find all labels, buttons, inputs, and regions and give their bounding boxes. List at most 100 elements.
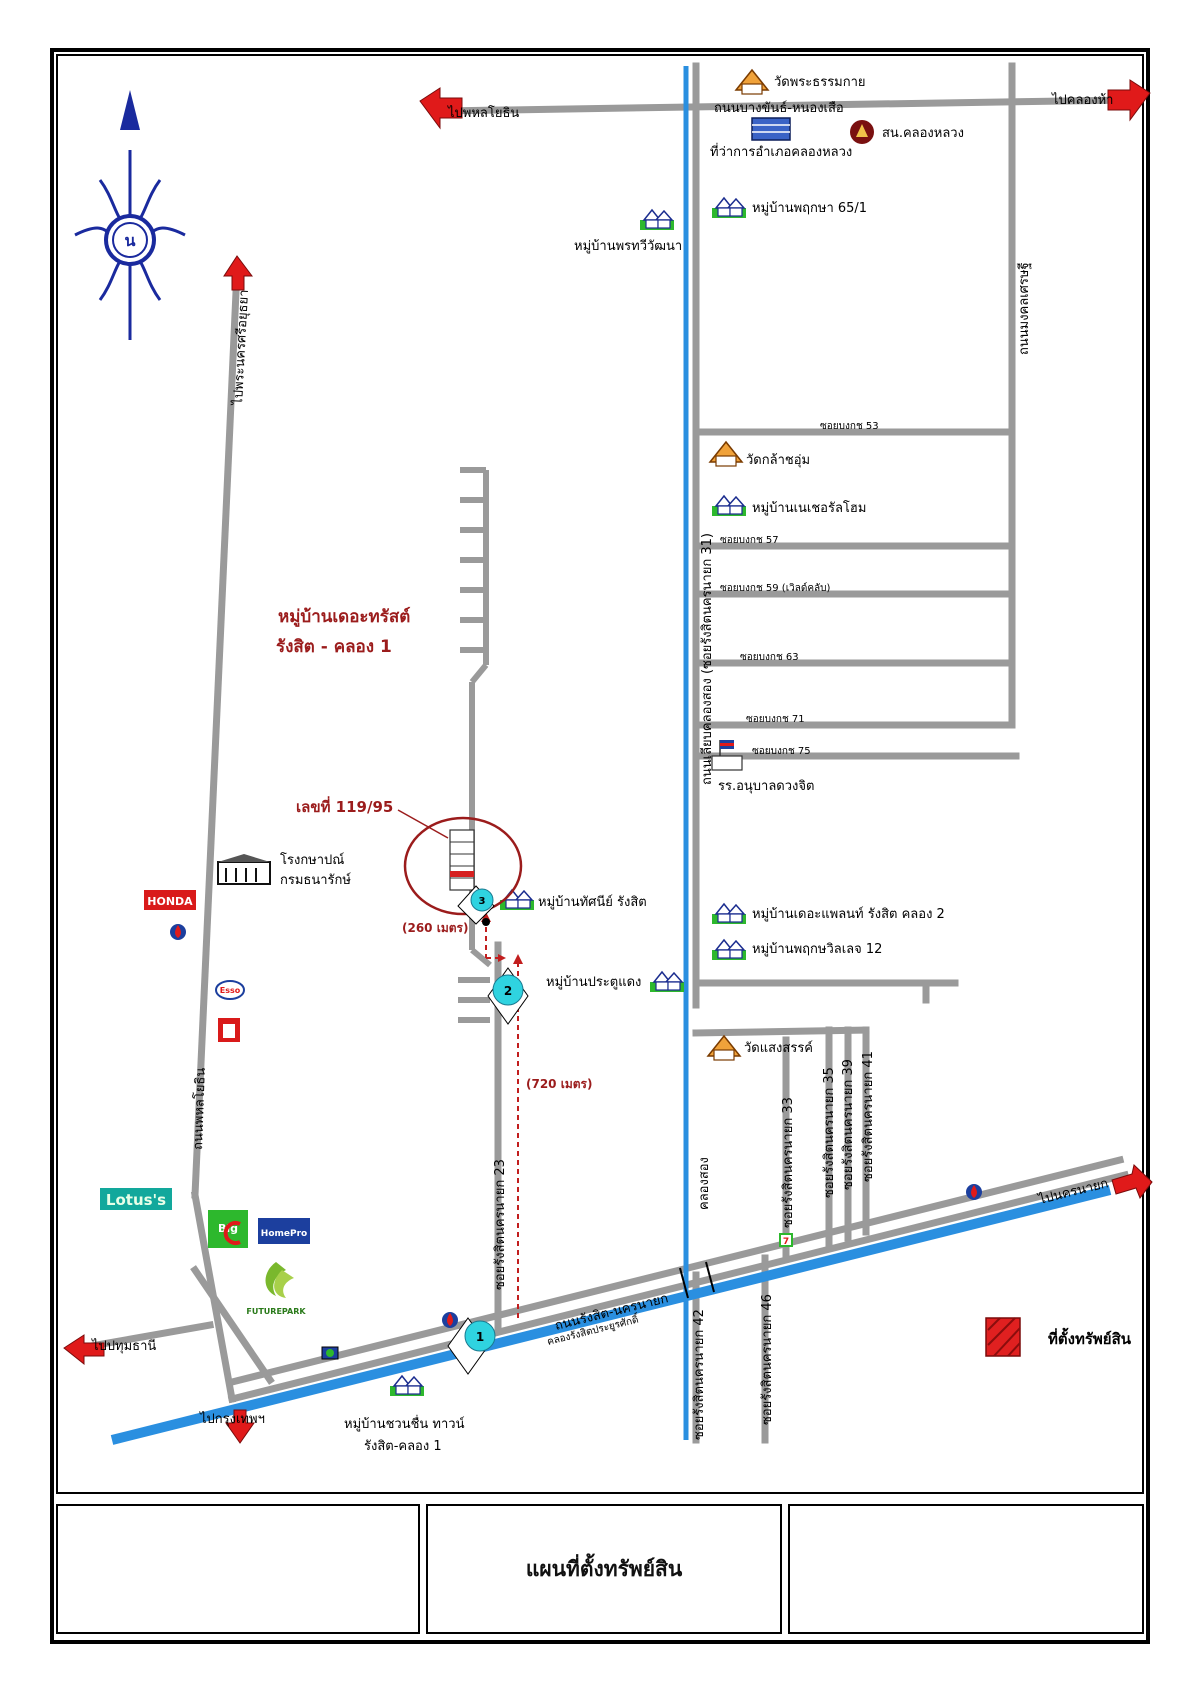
target-building [449,829,475,891]
temple-icon [709,441,743,467]
house-icon [711,939,747,961]
svg-text:3: 3 [479,896,486,907]
house-icon [649,971,685,993]
svg-text:Esso: Esso [220,986,241,995]
village-streets [458,467,492,1023]
house-icon [389,1375,425,1397]
svg-text:HONDA: HONDA [147,895,193,908]
police-badge-icon [850,120,874,144]
north-compass: น [74,90,186,340]
label-to-pathum: ไปปทุมธานี [91,1338,156,1354]
label-soi42: ซอยรังสิตนครนายก 42 [692,1309,707,1440]
label-soi63: ซอยบงกช 63 [740,652,799,663]
house-icon [711,197,747,219]
label-pruksa65: หมู่บ้านพฤกษา 65/1 [752,201,867,216]
label-soi46: ซอยรังสิตนครนายก 46 [760,1294,775,1425]
label-soi57: ซอยบงกช 57 [720,535,779,546]
compass-letter: น [125,231,136,250]
fuel-station-icon [966,1184,982,1200]
legend: ที่ตั้งทรัพย์สิน [985,1317,1132,1357]
label-soi23: ซอยรังสิตนครนายก 23 [493,1159,508,1290]
label-plant: หมู่บ้านเดอะแพลนท์ รังสิต คลอง 2 [752,906,945,922]
label-nature: หมู่บ้านเนเชอรัลโฮม [752,500,866,516]
arrow-right-bottom-icon [1111,1164,1153,1200]
label-school: รร.อนุบาลดวงจิต [718,779,814,794]
label-thanyanee: หมู่บ้านทัศนีย์ รังสิต [538,894,647,910]
house-icon [639,209,675,231]
label-to-ayutthaya: ไปพระนครศรีอยุธยา [230,289,252,406]
label-wat-kla: วัดกล้าชอุ่ม [746,453,810,468]
svg-text:Lotus's: Lotus's [106,1191,166,1209]
temple-icon [735,69,769,95]
svg-text:HomePro: HomePro [261,1229,307,1239]
distance-260: (260 เมตร) [402,921,468,935]
footer-right-box [788,1504,1144,1634]
footer: แผนที่ตั้งทรัพย์สิน [56,1504,1144,1636]
arrow-down-icon [225,1409,255,1444]
big-c-logo: Big [208,1210,248,1248]
legend-swatch [985,1317,1021,1357]
label-soi41: ซอยรังสิตนครนายก 41 [861,1051,876,1182]
label-road-bang-khan: ถนนบางขันธ์-หนองเสือ [714,100,844,116]
map-panel [56,54,1144,1494]
arrow-left-icon [419,87,463,130]
canal-rangsit [110,1185,1112,1445]
road-rangsit-nakhon-nayok [227,1170,1130,1404]
svg-text:7: 7 [783,1237,789,1247]
label-chuan-1: หมู่บ้านชวนชื่น ทาวน์ [344,1415,465,1432]
roads [75,62,1131,1444]
homepro-logo: HomePro [258,1218,310,1244]
label-amphoe: ที่ว่าการอำเภอคลองหลวง [710,143,852,160]
arrow-right-icon [1107,79,1151,122]
label-factory-2: กรมธนารักษ์ [280,872,351,888]
arrow-left-bottom-icon [63,1334,105,1366]
label-road-mongkol: ถนนมงคลเศรษฐี [1016,262,1032,355]
project-location: รังสิต - คลอง 1 [276,637,392,657]
road-wat-saeng [692,1026,870,1037]
route-arrow-icon [498,954,506,962]
label-road-phahon: ถนนพหลโยธิน [190,1067,209,1150]
route-pin [482,918,490,926]
label-soi75: ซอยบงกช 75 [752,746,811,757]
house-icon [711,495,747,517]
distance-720: (720 เมตร) [526,1077,592,1091]
fuel-station-icon [442,1312,458,1328]
house-number: เลขที่ 119/95 [296,796,393,816]
label-chuan-2: รังสิต-คลอง 1 [364,1439,442,1454]
fuel-station-icon [170,924,186,940]
house-icon [711,903,747,925]
label-porntawee: หมู่บ้านพรทวีวัฒนา [574,238,682,254]
label-wat-saeng: วัดแสงสรรค์ [744,1040,813,1056]
factory-icon [217,854,271,885]
direction-arrows [63,79,1153,1444]
building-icon [751,117,791,141]
route-arrow-icon [513,954,523,964]
route-path [485,918,519,1320]
svg-text:FUTUREPARK: FUTUREPARK [246,1307,306,1316]
label-factory-1: โรงกษาปณ์ [280,852,344,868]
label-soi35: ซอยรังสิตนครนายก 35 [822,1067,837,1198]
label-khlong-song: คลองสอง [697,1157,712,1210]
svg-text:2: 2 [504,984,512,998]
marker-1: 1 [447,1317,496,1375]
road-phahon [191,266,241,1199]
legend-label: ที่ตั้งทรัพย์สิน [1048,1327,1132,1348]
project-name: หมู่บ้านเดอะทรัสต์ [278,606,410,628]
label-pratu: หมู่บ้านประตูแดง [546,975,641,990]
temple-icon [707,1035,741,1061]
label-road-canal: ถนนเลียบคลองสอง (ซอยรังสิตนครนายก 31) [699,533,715,785]
label-soi59: ซอยบงกช 59 (เวิลด์คลับ) [720,582,831,594]
label-wat-phra: วัดพระธรรมกาย [774,75,866,90]
map-title: แผนที่ตั้งทรัพย์สิน [525,1556,683,1581]
label-soi53: ซอยบงกช 53 [820,421,879,432]
label-to-phahon: ไปพหลโยธิน [447,105,519,121]
esso-logo: Esso [215,980,245,1000]
arrow-up-icon [223,255,253,291]
label-soi71: ซอยบงกช 71 [746,714,805,725]
misc-logo-icon [321,1346,339,1360]
target-unit [450,871,474,877]
north-arrow-icon [120,90,140,130]
label-to-bangkok: ไปกรุงเทพฯ [199,1411,265,1427]
footer-left-box [56,1504,420,1634]
marker-2: 2 [487,967,529,1025]
